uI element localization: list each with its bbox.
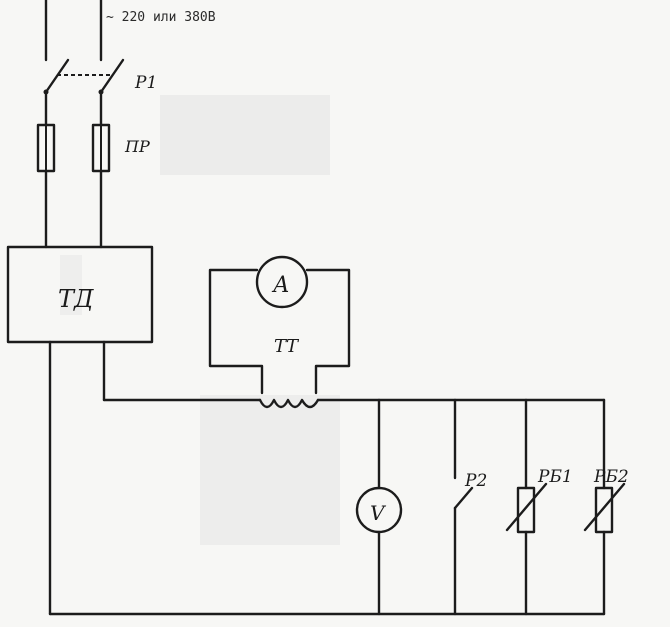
ammeter-loop-right <box>305 268 351 395</box>
ballast-rb2-label: РБ2 <box>593 467 629 487</box>
bleed-through <box>60 95 340 545</box>
voltmeter-label: V <box>370 501 387 525</box>
welding-transformer-label: ТД <box>58 285 94 313</box>
ballast-rb1-variable-arrow <box>505 482 548 532</box>
switch-p2 <box>453 486 474 510</box>
ballast-rb2-resistor <box>594 486 614 534</box>
fuse-right <box>91 123 111 173</box>
welding-transformer-box <box>6 245 154 344</box>
ammeter-label: А <box>271 273 290 298</box>
current-transformer-coil <box>258 398 320 409</box>
supply-voltage-label: ~ 220 или 380В <box>106 10 216 25</box>
switch-p1-label: Р1 <box>134 73 157 93</box>
ammeter-icon <box>255 255 309 309</box>
current-transformer-label: ТТ <box>274 336 300 357</box>
switch-p1 <box>43 58 125 95</box>
ballast-rb2-variable-arrow <box>583 482 626 532</box>
ballast-rb1-resistor <box>516 486 536 534</box>
switch-p2-label: Р2 <box>464 471 487 491</box>
ballast-rb1-label: РБ1 <box>537 467 573 487</box>
fuse-left <box>36 123 56 173</box>
ammeter-loop-left <box>208 268 264 395</box>
fuses-label: ПР <box>124 137 150 156</box>
